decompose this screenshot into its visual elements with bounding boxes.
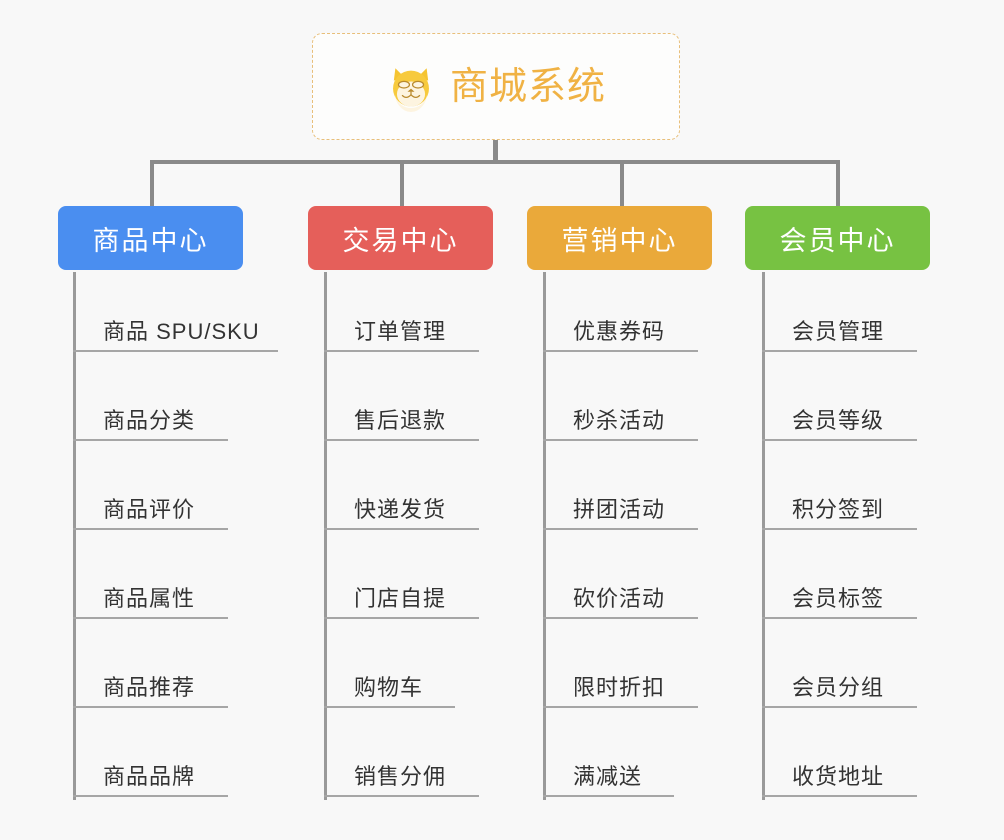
category-header-label: 商品中心 [92,225,209,256]
leaf-underline [543,706,698,708]
leaf-label: 限时折扣 [573,675,666,700]
leaf-label: 订单管理 [354,319,447,344]
leaf-underline [73,528,228,530]
leaf-label: 会员分组 [792,675,885,700]
leaf-underline [762,439,917,441]
category-header-product-center[interactable]: 商品中心 [58,206,243,270]
category-header-label: 会员中心 [779,225,896,256]
leaf-underline [73,617,228,619]
leaf-underline [324,706,455,708]
leaf-label: 收货地址 [792,764,885,789]
leaf-underline [762,795,917,797]
leaf-label: 秒杀活动 [573,408,666,433]
leaf-underline [73,706,228,708]
category-header-label: 营销中心 [561,225,678,256]
leaf-label: 会员标签 [792,586,885,611]
leaf-underline [543,795,674,797]
leaf-underline [324,795,479,797]
leaf-label: 商品推荐 [103,675,196,700]
leaf-label: 快递发货 [354,497,447,522]
leaf-label: 门店自提 [354,586,447,611]
leaf-label: 售后退款 [354,408,447,433]
leaf-underline [543,350,698,352]
leaf-label: 积分签到 [792,497,885,522]
shiba-dog-face-icon [393,67,429,112]
leaf-label: 商品 SPU/SKU [103,319,260,344]
leaf-label: 商品评价 [103,497,196,522]
drop-connector-member-center [836,160,840,206]
trunk-member-center [762,272,765,800]
category-header-label: 交易中心 [342,225,459,256]
trunk-product-center [73,272,76,800]
leaf-label: 会员等级 [792,408,885,433]
leaf-underline [324,350,479,352]
root-label: 商城系统 [449,65,606,108]
leaf-underline [324,528,479,530]
leaf-label: 会员管理 [792,319,885,344]
category-header-marketing-center[interactable]: 营销中心 [527,206,712,270]
leaf-label: 销售分佣 [354,764,447,789]
leaf-label: 优惠券码 [573,319,666,344]
leaf-label: 商品分类 [103,408,196,433]
leaf-label: 商品属性 [103,586,196,611]
trunk-marketing-center [543,272,546,800]
drop-connector-trade-center [400,160,404,206]
leaf-label: 购物车 [354,675,424,700]
trunk-trade-center [324,272,327,800]
drop-connector-marketing-center [620,160,624,206]
leaf-underline [762,706,917,708]
leaf-underline [543,528,698,530]
leaf-underline [73,795,228,797]
leaf-underline [324,617,479,619]
leaf-label: 满减送 [573,764,643,789]
root-node[interactable]: 商城系统 [312,33,680,140]
leaf-underline [73,350,278,352]
leaf-underline [324,439,479,441]
leaf-underline [762,350,917,352]
leaf-underline [762,617,917,619]
leaf-label: 商品品牌 [103,764,196,789]
leaf-label: 砍价活动 [573,586,666,611]
drop-connector-product-center [150,160,154,206]
horizontal-bus-connector [150,160,840,164]
leaf-underline [543,617,698,619]
leaf-label: 拼团活动 [573,497,666,522]
category-header-trade-center[interactable]: 交易中心 [308,206,493,270]
category-header-member-center[interactable]: 会员中心 [745,206,930,270]
root-stem-connector [493,140,498,163]
leaf-underline [762,528,917,530]
leaf-underline [543,439,698,441]
leaf-underline [73,439,228,441]
